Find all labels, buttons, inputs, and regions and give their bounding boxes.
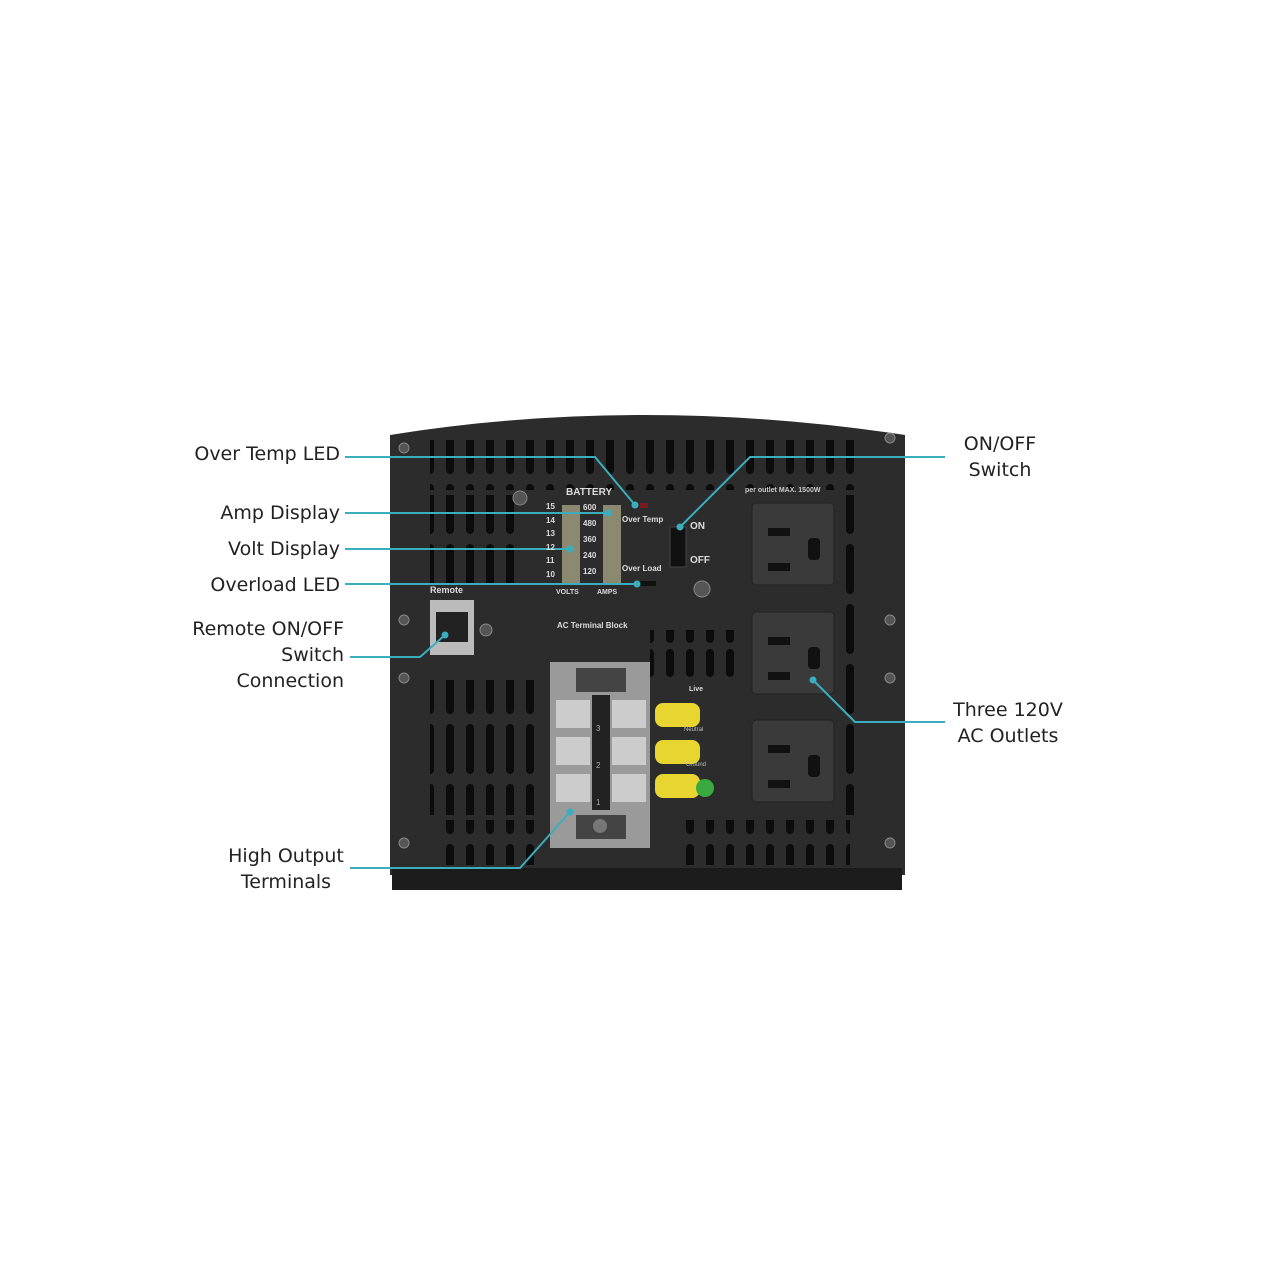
callout-line: High Output xyxy=(228,845,344,867)
amp-tick: 600 xyxy=(583,503,597,512)
callout-high-output: High Output Terminals xyxy=(222,843,350,895)
terminal-number: 3 xyxy=(596,724,601,733)
amp-tick: 480 xyxy=(583,519,597,528)
battery-label: BATTERY xyxy=(566,487,613,498)
volt-tick: 10 xyxy=(546,569,555,579)
on-off-switch[interactable] xyxy=(669,526,687,568)
callout-outlets: Three 120V AC Outlets xyxy=(945,697,1071,749)
terminal-number: 1 xyxy=(596,798,601,807)
overload-led xyxy=(640,581,656,586)
off-label: OFF xyxy=(690,555,710,566)
volt-tick: 13 xyxy=(546,529,555,538)
callout-volt-display: Volt Display xyxy=(228,538,340,560)
amp-tick: 120 xyxy=(583,567,597,576)
inverter-body xyxy=(390,415,905,890)
volt-tick: 15 xyxy=(546,502,555,511)
volt-display xyxy=(562,505,580,583)
callout-line: ON/OFF xyxy=(963,433,1037,455)
volt-tick: 14 xyxy=(546,515,555,525)
callout-on-off-switch: ON/OFF Switch xyxy=(945,431,1055,483)
callout-amp-display: Amp Display xyxy=(220,502,340,524)
callout-overload-led: Overload LED xyxy=(210,574,340,596)
live-label: Live xyxy=(689,686,704,693)
volt-tick: 12 xyxy=(546,542,555,552)
on-label: ON xyxy=(690,521,705,532)
outlet-note: per outlet MAX. 1500W xyxy=(745,487,821,494)
callout-over-temp-led: Over Temp LED xyxy=(194,443,340,465)
amps-label: AMPS xyxy=(597,589,618,596)
amp-tick: 240 xyxy=(583,551,597,560)
volt-scale: 15 14 13 12 11 10 xyxy=(546,500,555,581)
ac-outlet[interactable] xyxy=(751,719,835,803)
callout-line: Switch xyxy=(281,644,344,666)
terminal-number: 2 xyxy=(596,761,601,770)
callout-line: AC Outlets xyxy=(957,725,1059,747)
terminal-numbers: 3 2 1 xyxy=(596,710,600,821)
over-temp-led xyxy=(640,503,648,508)
amp-scale: 600 480 360 240 120 xyxy=(583,500,596,580)
leader-lines xyxy=(345,456,945,869)
callout-line: Connection xyxy=(236,670,344,692)
ac-outlet[interactable] xyxy=(751,611,835,695)
callout-line: Switch xyxy=(968,459,1032,481)
callout-line: Terminals xyxy=(240,871,332,893)
volts-label: VOLTS xyxy=(556,589,579,596)
over-load-label: Over Load xyxy=(622,564,662,573)
over-temp-label: Over Temp xyxy=(622,515,664,524)
ac-terminal-block-label: AC Terminal Block xyxy=(557,621,628,630)
volt-tick: 11 xyxy=(546,556,555,565)
callout-line: Remote ON/OFF xyxy=(192,618,344,640)
amp-display xyxy=(603,505,621,583)
amp-tick: 360 xyxy=(583,535,597,544)
ground-label: Ground xyxy=(686,762,707,768)
ac-outlet[interactable] xyxy=(751,502,835,586)
callout-remote: Remote ON/OFF Switch Connection xyxy=(192,616,344,694)
neutral-label: Neutral xyxy=(684,727,704,733)
remote-label: Remote xyxy=(430,585,464,595)
callout-line: Three 120V xyxy=(953,699,1063,721)
